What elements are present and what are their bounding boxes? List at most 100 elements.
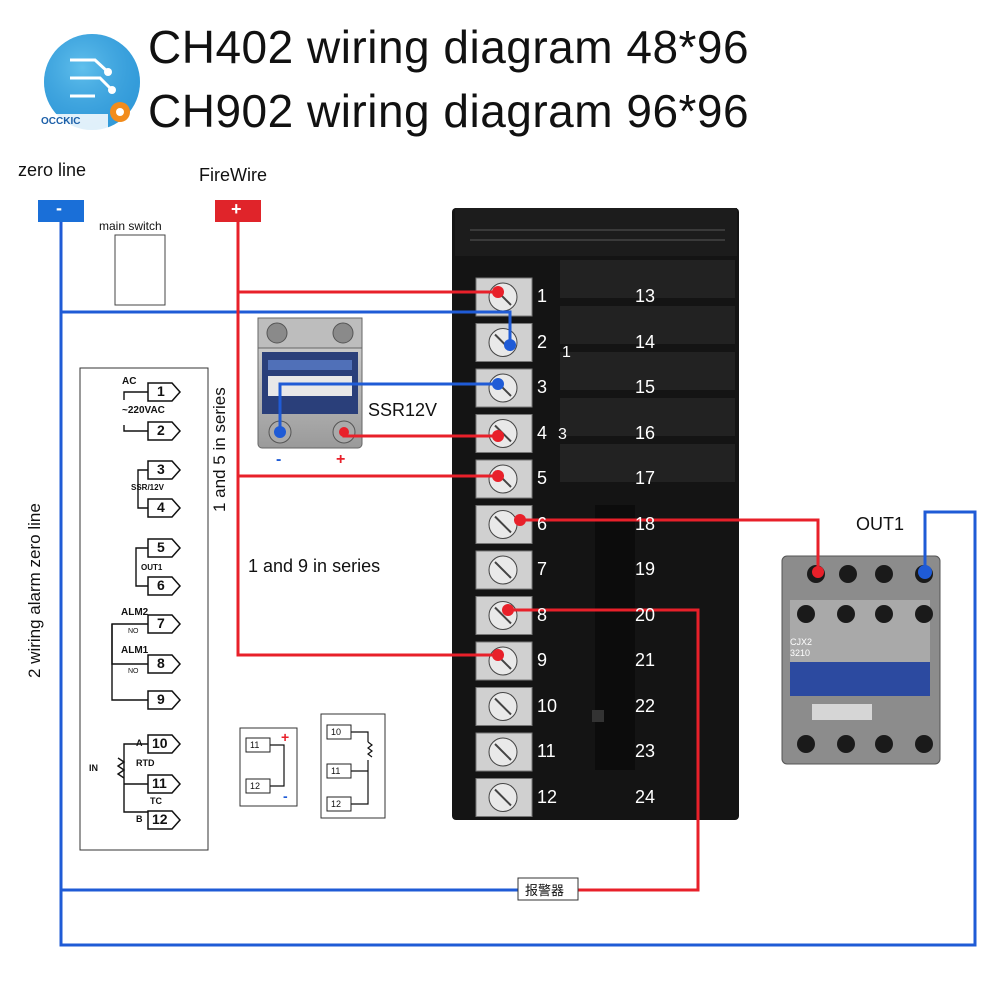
blue-wire-terminal2 bbox=[61, 310, 512, 345]
blue-wire-ssr bbox=[278, 382, 498, 432]
terminal-number-left: 2 bbox=[537, 331, 548, 352]
ssr-minus: - bbox=[276, 451, 282, 468]
mini-pin-12: 12 bbox=[250, 781, 261, 791]
terminal-number-right: 15 bbox=[635, 377, 656, 397]
screw-slot bbox=[494, 788, 512, 807]
schematic-pin-number: 9 bbox=[157, 691, 165, 707]
terminal-number-right: 21 bbox=[635, 650, 656, 670]
schematic-panel bbox=[79, 367, 209, 851]
schematic-pin-number: 12 bbox=[152, 811, 168, 827]
terminal-number-right: 22 bbox=[635, 695, 656, 716]
schematic-ssr: SSR/12V bbox=[131, 483, 164, 492]
schematic-ac: AC bbox=[122, 376, 137, 387]
terminal-number-left: 1 bbox=[537, 286, 548, 306]
alarm-box bbox=[517, 877, 579, 901]
controller-body bbox=[452, 208, 739, 820]
schematic-pin-box bbox=[147, 774, 182, 794]
firewire-badge bbox=[215, 200, 261, 222]
main-switch-label: main switch bbox=[99, 219, 162, 233]
mini-rtd-pin-10: 10 bbox=[331, 727, 342, 737]
terminal-number-left: 4 bbox=[537, 422, 548, 443]
terminal-screws bbox=[475, 277, 533, 817]
zero-line-sign: - bbox=[56, 198, 62, 218]
contact-label-1: 1 bbox=[562, 344, 571, 361]
terminal-number-right: 24 bbox=[635, 786, 656, 807]
schematic-pin-number: 5 bbox=[157, 539, 165, 555]
solid-state-relay bbox=[257, 317, 363, 449]
schematic-tc: TC bbox=[150, 796, 162, 806]
schematic-pin-number: 11 bbox=[152, 775, 167, 791]
title-line-1: CH402 wiring diagram 48*96 bbox=[148, 21, 750, 73]
terminal-number-right: 19 bbox=[635, 559, 656, 579]
alarm-box-label: 报警器 bbox=[525, 883, 565, 898]
blue-wire-out1 bbox=[59, 510, 977, 947]
contactor-model-sub: 3210 bbox=[790, 648, 811, 658]
schematic-pin-number: 4 bbox=[157, 499, 165, 515]
schematic-b: B bbox=[136, 814, 143, 824]
schematic-pin-box bbox=[147, 498, 182, 518]
schematic-pins bbox=[147, 382, 182, 830]
ssr-plus: + bbox=[336, 451, 346, 468]
terminal-number-left: 6 bbox=[537, 513, 548, 534]
schematic-alm2: ALM2 bbox=[121, 607, 149, 618]
schematic-pin-number: 10 bbox=[152, 735, 168, 751]
schematic-pin-number: 1 bbox=[157, 383, 165, 399]
terminal-number-right: 17 bbox=[635, 468, 656, 488]
terminal-number-right: 14 bbox=[635, 331, 656, 352]
firewire-label: FireWire bbox=[199, 165, 267, 185]
schematic-a: A bbox=[136, 738, 143, 748]
red-wire-alarm bbox=[508, 608, 700, 892]
contact-label-3: 3 bbox=[558, 426, 567, 443]
terminal-number-left: 9 bbox=[537, 650, 548, 670]
logo-text: OCCKIC bbox=[41, 116, 81, 127]
red-firewire bbox=[236, 222, 498, 657]
vertical-alarm-zero-label: 2 wiring alarm zero line bbox=[25, 503, 44, 678]
series-1-5-label: 1 and 5 in series bbox=[210, 387, 229, 512]
zero-line-label: zero line bbox=[18, 160, 87, 180]
mini-rtd-pin-12: 12 bbox=[331, 799, 342, 809]
screw-slot bbox=[494, 515, 512, 534]
schematic-in: IN bbox=[89, 763, 98, 773]
screw-slot bbox=[494, 697, 512, 716]
schematic-no-1: NO bbox=[128, 628, 139, 635]
terminal-number-right: 16 bbox=[635, 422, 656, 443]
schematic-pin-number: 6 bbox=[157, 577, 165, 593]
mini-pin-11: 11 bbox=[250, 740, 260, 750]
contactor-out1 bbox=[781, 555, 941, 765]
screw-slot bbox=[494, 561, 512, 579]
schematic-pin-box bbox=[147, 460, 182, 480]
mini-diagram-lines bbox=[270, 731, 373, 805]
title-line-2: CH902 wiring diagram 96*96 bbox=[148, 85, 750, 137]
terminal-number-left: 11 bbox=[537, 741, 556, 761]
schematic-pin-number: 2 bbox=[157, 422, 165, 438]
out1-label: OUT1 bbox=[856, 514, 905, 534]
terminal-number-left: 7 bbox=[537, 559, 548, 579]
terminal-number-left: 10 bbox=[537, 695, 558, 716]
schematic-pin-box bbox=[147, 810, 182, 830]
schematic-no-2: NO bbox=[128, 668, 139, 675]
schematic-out1: OUT1 bbox=[141, 563, 163, 572]
screw-slot bbox=[494, 743, 512, 761]
screw-slot bbox=[494, 606, 512, 625]
schematic-rtd: RTD bbox=[136, 758, 155, 768]
red-wire-out1 bbox=[520, 518, 820, 572]
terminal-number-right: 18 bbox=[635, 513, 656, 534]
schematic-220vac: ~220VAC bbox=[122, 405, 165, 416]
schematic-alm1: ALM1 bbox=[121, 645, 149, 656]
terminal-number-left: 8 bbox=[537, 604, 548, 625]
terminal-number-left: 12 bbox=[537, 786, 558, 807]
schematic-pin-box bbox=[147, 654, 182, 674]
schematic-pin-number: 8 bbox=[157, 655, 165, 671]
schematic-pin-box bbox=[147, 614, 182, 634]
schematic-pin-number: 7 bbox=[157, 615, 165, 631]
schematic-pin-box bbox=[147, 690, 182, 710]
mini-plus: + bbox=[281, 729, 290, 745]
main-switch-box bbox=[114, 234, 166, 306]
schematic-pin-box bbox=[147, 421, 182, 441]
schematic-pin-box bbox=[147, 538, 182, 558]
terminal-number-right: 20 bbox=[635, 604, 656, 625]
terminal-number-right: 23 bbox=[635, 741, 656, 761]
terminal-number-right: 13 bbox=[635, 286, 656, 306]
schematic-pin-box bbox=[147, 576, 182, 596]
